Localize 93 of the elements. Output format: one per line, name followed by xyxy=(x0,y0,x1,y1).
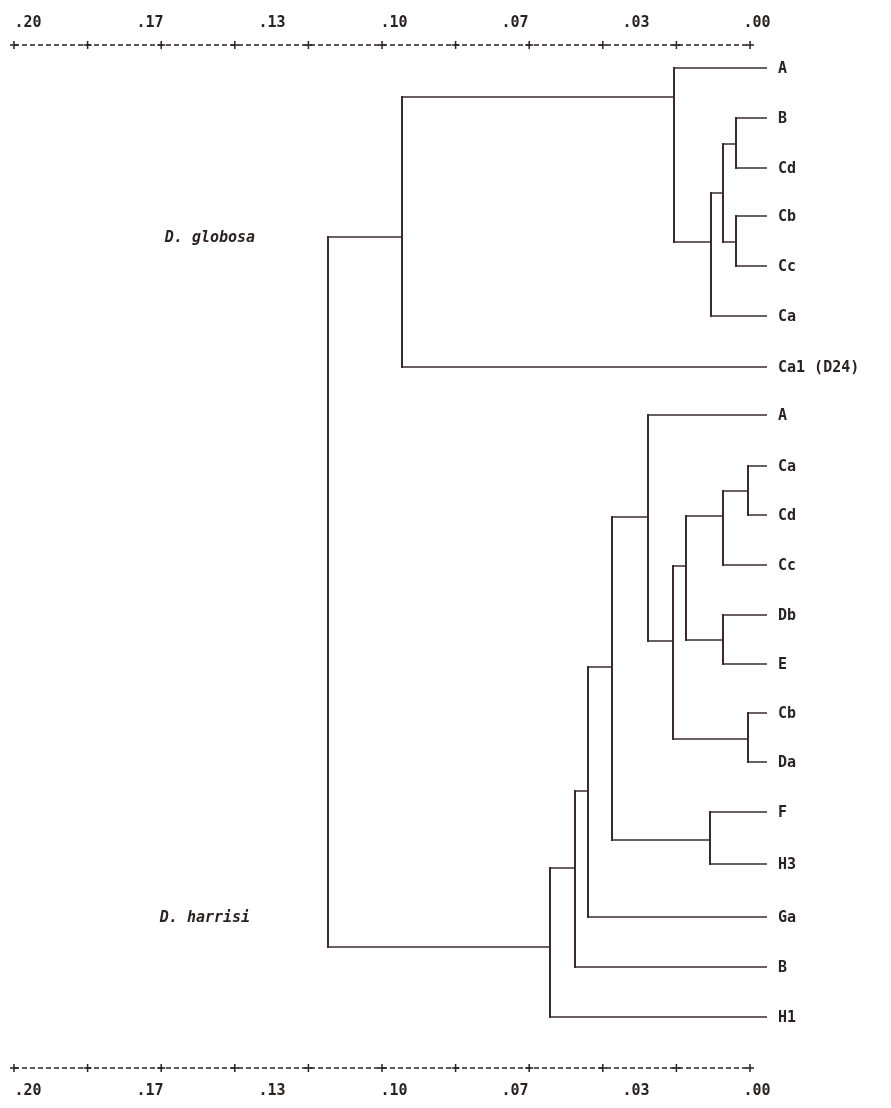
taxon-label: Cc xyxy=(778,555,797,575)
junction-line xyxy=(735,117,737,169)
junction-line xyxy=(722,490,724,566)
branch-line xyxy=(748,514,768,516)
branch-line xyxy=(723,490,748,492)
branch-line xyxy=(748,465,768,467)
scale-value: .10 xyxy=(380,1081,408,1099)
taxon-label: Da xyxy=(778,752,797,772)
taxon-label: Ca xyxy=(778,456,797,476)
taxon-label: Cd xyxy=(778,158,797,178)
scale-value: .13 xyxy=(258,13,286,31)
junction-line xyxy=(722,143,724,243)
taxon-label: F xyxy=(778,802,788,822)
branch-line xyxy=(710,863,768,865)
scale-value: .03 xyxy=(622,13,650,31)
junction-line xyxy=(673,67,675,243)
branch-line xyxy=(575,966,768,968)
branch-line xyxy=(550,1016,768,1018)
branch-line xyxy=(711,315,768,317)
branch-line xyxy=(673,565,686,567)
taxon-label: H1 xyxy=(778,1007,797,1027)
branch-line xyxy=(588,916,768,918)
scale-value: .00 xyxy=(743,1081,771,1099)
junction-line xyxy=(587,666,589,918)
junction-line xyxy=(747,712,749,763)
branch-line xyxy=(648,640,673,642)
branch-line xyxy=(402,366,768,368)
taxon-label: A xyxy=(778,405,788,425)
taxon-label: Cb xyxy=(778,206,797,226)
branch-line xyxy=(550,867,575,869)
taxon-label: B xyxy=(778,108,788,128)
branch-line xyxy=(612,516,648,518)
branch-line xyxy=(575,790,588,792)
branch-line xyxy=(723,614,768,616)
scale-value: .00 xyxy=(743,13,771,31)
scale-value: .20 xyxy=(14,1081,42,1099)
junction-line xyxy=(735,215,737,267)
branch-line xyxy=(402,96,674,98)
branch-line xyxy=(748,712,768,714)
scale-value: .17 xyxy=(136,13,164,31)
branch-line xyxy=(736,167,768,169)
junction-line xyxy=(327,236,329,948)
branch-line xyxy=(674,241,711,243)
junction-line xyxy=(685,515,687,641)
taxon-label: Cb xyxy=(778,703,797,723)
branch-line xyxy=(674,67,768,69)
branch-line xyxy=(673,738,748,740)
group-label: D. globosa xyxy=(164,228,256,246)
taxon-label: Db xyxy=(778,605,797,625)
scale-value: .03 xyxy=(622,1081,650,1099)
branch-line xyxy=(686,515,723,517)
scale-value: .10 xyxy=(380,13,408,31)
scale-value: .20 xyxy=(14,13,42,31)
taxon-label: Cd xyxy=(778,505,797,525)
branch-line xyxy=(588,666,612,668)
junction-line xyxy=(672,565,674,740)
branch-line xyxy=(612,839,710,841)
junction-line xyxy=(709,811,711,865)
junction-line xyxy=(401,96,403,368)
branch-line xyxy=(710,811,768,813)
scale-value: .07 xyxy=(501,13,529,31)
branch-line xyxy=(736,215,768,217)
branch-line xyxy=(723,663,768,665)
junction-line xyxy=(574,790,576,968)
branch-line xyxy=(736,117,768,119)
taxon-label: H3 xyxy=(778,854,797,874)
branch-line xyxy=(711,192,723,194)
group-label: D. harrisi xyxy=(159,908,251,926)
taxon-label: Ca xyxy=(778,306,797,326)
branch-line xyxy=(723,143,736,145)
taxon-label: A xyxy=(778,58,788,78)
taxon-label: B xyxy=(778,957,788,977)
branch-line xyxy=(723,564,768,566)
branch-line xyxy=(648,414,768,416)
junction-line xyxy=(722,614,724,665)
branch-line xyxy=(328,946,550,948)
taxon-label: Ga xyxy=(778,907,797,927)
junction-line xyxy=(710,192,712,317)
branch-line xyxy=(686,639,723,641)
branch-line xyxy=(748,761,768,763)
branch-line xyxy=(328,236,402,238)
taxon-label: Ca1 (D24) xyxy=(778,357,860,377)
junction-line xyxy=(647,414,649,642)
taxon-label: Cc xyxy=(778,256,797,276)
scale-value: .13 xyxy=(258,1081,286,1099)
scale-value: .17 xyxy=(136,1081,164,1099)
scale-value: .07 xyxy=(501,1081,529,1099)
taxon-label: E xyxy=(778,654,788,674)
junction-line xyxy=(549,867,551,1018)
junction-line xyxy=(747,465,749,516)
junction-line xyxy=(611,516,613,841)
branch-line xyxy=(723,241,736,243)
branch-line xyxy=(736,265,768,267)
